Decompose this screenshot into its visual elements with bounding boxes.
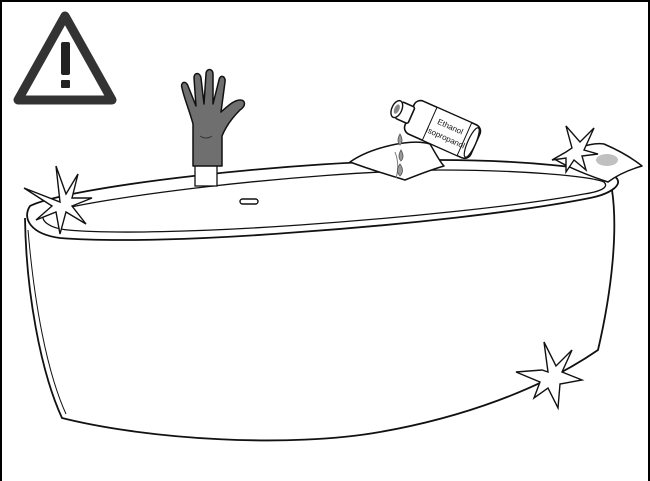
cleaner-bottle-icon: Ethanol Isopropanol <box>390 99 482 160</box>
drop-icon <box>397 133 404 177</box>
sparkle-icon <box>23 125 599 411</box>
warning-icon <box>13 11 117 105</box>
glove-icon <box>180 68 246 187</box>
bathtub <box>24 159 619 442</box>
